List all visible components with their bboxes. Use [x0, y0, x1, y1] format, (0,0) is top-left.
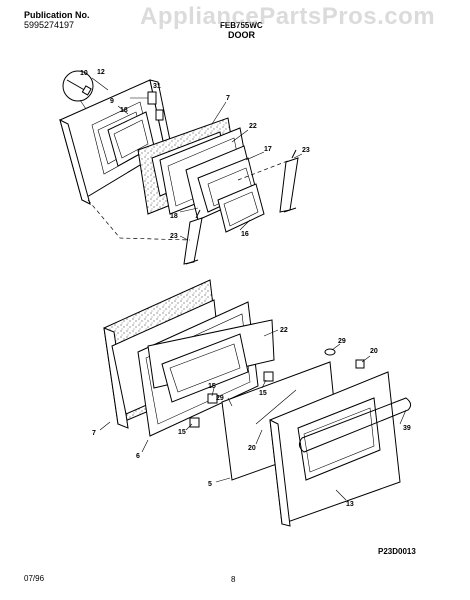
callout-15-low: 15	[178, 429, 186, 436]
outer-front-door-13	[269, 371, 401, 527]
watermark-text: AppliancePartsPros.com	[140, 3, 436, 30]
clip-20-right	[355, 359, 365, 369]
callout-29-left: 29	[216, 395, 224, 402]
bracket-31	[147, 91, 157, 105]
callout-15-mid: 15	[208, 383, 216, 390]
callout-23-right: 23	[302, 147, 310, 154]
callout-7-top: 7	[226, 95, 230, 102]
glass-pane-lower	[147, 319, 275, 403]
publication-label: Publication No.	[24, 10, 90, 20]
hinge-left-upper	[183, 209, 203, 265]
callout-20-right: 20	[370, 348, 378, 355]
callout-9: 9	[110, 98, 114, 105]
plug-29-right	[324, 348, 336, 356]
callout-22-top: 22	[249, 123, 257, 130]
bracket-18	[155, 109, 164, 121]
door-handle-39	[298, 397, 412, 453]
callout-39: 39	[403, 425, 411, 432]
callout-29-right: 29	[338, 338, 346, 345]
window-frame-16	[217, 183, 265, 233]
callout-12: 12	[97, 69, 105, 76]
callout-20-left: 20	[248, 445, 256, 452]
callout-23-left: 23	[170, 233, 178, 240]
diagram-code: P23D0013	[378, 547, 416, 556]
callout-18-top: 18	[120, 107, 128, 114]
lower-callouts: 22 29 20 15 15 29 20 15 39 7 6 5 13	[92, 327, 411, 508]
section-title: DOOR	[228, 30, 255, 40]
callout-5: 5	[208, 481, 212, 488]
hinge-right-upper	[279, 149, 299, 213]
callout-13: 13	[346, 501, 354, 508]
publication-date: 07/96	[24, 574, 45, 583]
lower-door-assembly	[99, 279, 412, 527]
screw-icon	[66, 79, 92, 96]
callout-10: 10	[80, 70, 88, 77]
callout-7-lower: 7	[92, 430, 96, 437]
callout-16: 16	[241, 231, 249, 238]
page-number: 8	[231, 575, 236, 584]
publication-number: 5995274197	[24, 20, 75, 30]
callout-15-right: 15	[259, 390, 267, 397]
callout-18-left: 18	[170, 213, 178, 220]
bracket-15-right	[263, 371, 274, 382]
callout-6: 6	[136, 453, 140, 460]
model-number: FEB755WC	[220, 21, 263, 30]
callout-17: 17	[264, 146, 272, 153]
upper-callouts: 12 10 9 31 18 7 22 17 23 18 16 23	[80, 69, 310, 240]
bracket-15-low	[189, 417, 200, 428]
callout-22-lower: 22	[280, 327, 288, 334]
screw-detail-circle	[62, 70, 94, 102]
callout-31: 31	[153, 83, 161, 90]
upper-door-assembly	[59, 70, 303, 265]
